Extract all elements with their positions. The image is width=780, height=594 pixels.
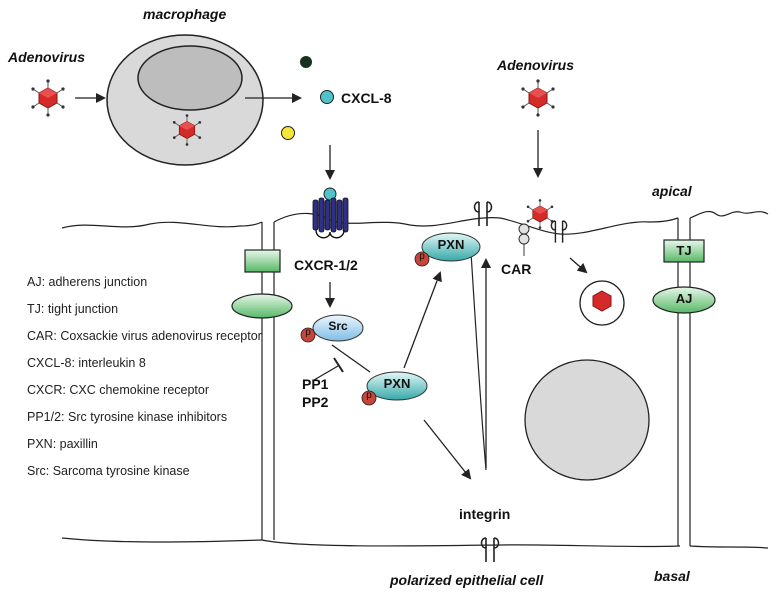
legend-item-tj: TJ: tight junction [27,302,119,316]
legend-item-pp: PP1/2: Src tyrosine kinase inhibitors [27,410,228,424]
car-label: CAR [501,261,532,277]
pxn-top [414,232,481,267]
endosome [579,280,625,326]
legend-item-cxcr: CXCR: CXC chemokine receptor [27,383,210,397]
adenovirus-right-label: Adenovirus [497,57,575,73]
src-kinase [300,314,364,343]
pxn-middle-phospho-label: p [366,390,372,401]
epithelial-nucleus [524,359,650,481]
cell-caption: polarized epithelial cell [390,572,544,588]
pxn-top-phospho-label: p [419,251,425,262]
integrin-apical-icon [473,201,493,227]
integrin-basal-icon [480,537,500,563]
integrin-car-icon [550,220,568,244]
pxn-middle-label: PXN [383,376,411,391]
pp1-label: PP1 [302,376,329,392]
chemokine-dot-dark [300,56,312,68]
macrophage [106,34,264,166]
adenovirus-left-icon [30,78,66,118]
adenovirus-right-icon [520,78,556,118]
tj-right-label: TJ [676,243,692,258]
cxcl8-label: CXCL-8 [341,90,392,106]
legend-item-aj: AJ: adherens junction [27,275,148,289]
right-junctions [652,239,716,314]
legend-item-pxn: PXN: paxillin [27,437,98,451]
pp2-label: PP2 [302,394,329,410]
macrophage-label: macrophage [143,6,227,22]
legend: AJ: adherens junction TJ: tight junction… [27,275,267,491]
legend-item-cxcl8: CXCL-8: interleukin 8 [27,356,146,370]
cxcr-receptor [312,187,349,239]
car-receptor [518,223,530,256]
aj-right-label: AJ [675,291,693,306]
legend-item-src: Src: Sarcoma tyrosine kinase [27,464,190,478]
cxcr-label: CXCR-1/2 [294,257,358,273]
cxcl8-dot [320,90,334,104]
pxn-middle [361,371,428,406]
chemokine-dot-yellow [281,126,295,140]
apical-label: apical [652,183,692,199]
pxn-top-label: PXN [437,237,465,252]
src-label: Src [328,319,348,333]
adenovirus-left-label: Adenovirus [8,49,86,65]
adenovirus-bound-icon [526,198,554,230]
src-phospho-label: p [305,327,311,338]
legend-item-car: CAR: Coxsackie virus adenovirus receptor [27,329,262,343]
basal-label: basal [654,568,690,584]
left-junctions [231,249,293,319]
integrin-label: integrin [459,506,511,522]
